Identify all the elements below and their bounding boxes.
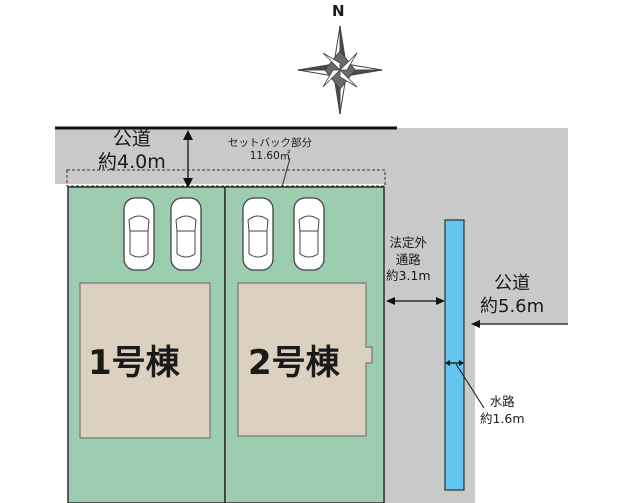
road-right-width-arrow: [471, 320, 568, 328]
compass-sw-point: [322, 69, 341, 88]
compass-nw-point: [322, 52, 341, 71]
waterway-channel: [444, 219, 465, 491]
road-right-name: 公道: [494, 273, 531, 294]
car-icon: [293, 197, 325, 271]
building-2-label: 2号棟: [248, 343, 340, 383]
setback-boundary: [66, 169, 386, 187]
car-icon: [123, 197, 155, 271]
car-icon: [242, 197, 274, 271]
waterway-width-arrow: [445, 360, 485, 409]
road-right-width: 約5.6m: [480, 296, 545, 317]
setback-label: セットバック部分 11.60㎡: [228, 137, 312, 163]
setback-area: 11.60㎡: [249, 150, 291, 162]
private-road-width-arrow: [386, 297, 445, 305]
waterway-name: 水路: [489, 394, 515, 409]
compass-rose: [297, 25, 383, 115]
compass-north-label: N: [332, 2, 345, 20]
road-top-width: 約4.0m: [98, 151, 166, 173]
building-1-footprint: [79, 282, 211, 439]
compass-ne-point: [339, 52, 358, 71]
road-top-width-arrow: [183, 130, 193, 188]
waterway-label: 水路 約1.6m: [480, 394, 525, 427]
car-icon: [170, 197, 202, 271]
road-top-name: 公道: [112, 128, 151, 150]
road-right-label: 公道 約5.6m: [480, 272, 544, 318]
setback-title: セットバック部分: [228, 137, 312, 149]
waterway-width: 約1.6m: [480, 410, 525, 426]
compass-se-point: [339, 69, 358, 88]
private-road-width: 約3.1m: [386, 268, 431, 283]
setback-leader-line: [281, 157, 291, 188]
road-top-label: 公道 約4.0m: [98, 128, 166, 174]
building-1-label: 1号棟: [88, 343, 180, 383]
building-2-footprint: [237, 282, 373, 437]
private-road-line1: 法定外: [389, 235, 428, 250]
parking-lot-2: [242, 197, 325, 271]
private-road-label: 法定外 通路 約3.1m: [386, 235, 431, 285]
road-right-area: [384, 128, 568, 503]
private-road-line2: 通路: [395, 251, 421, 267]
parking-lot-1: [123, 197, 202, 271]
